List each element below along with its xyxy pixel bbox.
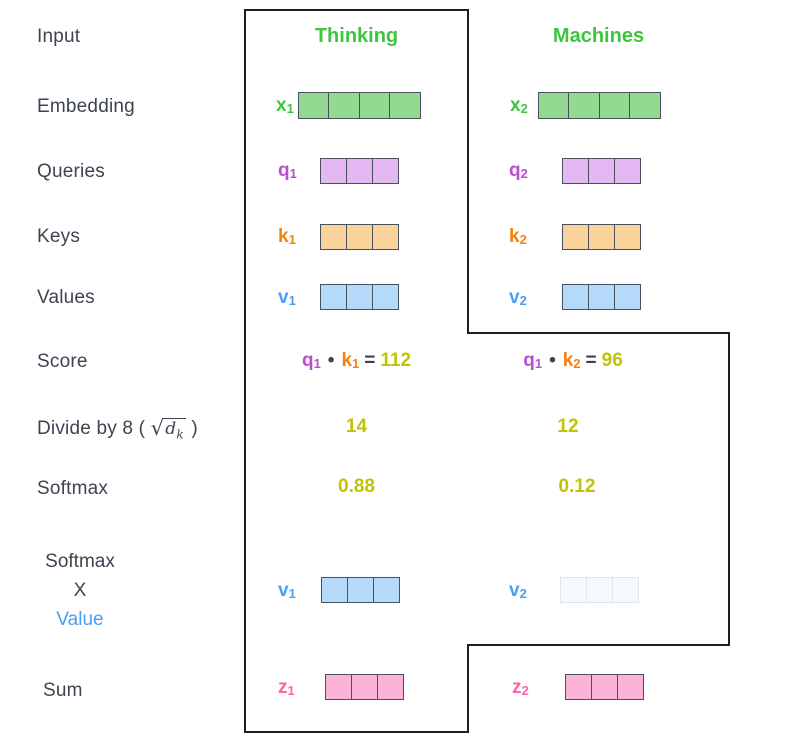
row-label-input: Input xyxy=(37,26,81,47)
vector-cell xyxy=(350,674,379,700)
softmax-x-value-line1: Softmax xyxy=(45,551,115,572)
vector-cell xyxy=(345,224,374,250)
vector-label-v2-weighted: v2 xyxy=(509,580,527,601)
vector-q1 xyxy=(320,158,400,184)
score-thinking: q1•k1=112 xyxy=(301,350,412,371)
vector-x2 xyxy=(538,92,662,119)
row-label-softmax-x-value: Softmax X Value xyxy=(30,547,130,634)
vector-cell xyxy=(371,284,400,310)
vector-cell xyxy=(587,224,616,250)
column-header-thinking: Thinking xyxy=(314,25,399,47)
row-label-softmax: Softmax xyxy=(37,478,109,499)
vector-cell xyxy=(358,92,391,119)
vector-cell xyxy=(629,92,662,119)
softmax-x-value-line3: Value xyxy=(56,609,104,630)
vector-label-z2: z2 xyxy=(512,677,529,698)
vector-cell xyxy=(346,577,375,603)
vector-label-q2: q2 xyxy=(509,160,528,181)
vector-cell xyxy=(325,674,353,700)
vector-cell xyxy=(345,284,374,310)
vector-cell xyxy=(320,284,348,310)
row-label-keys: Keys xyxy=(37,226,81,247)
softmax-value-thinking: 0.88 xyxy=(338,476,375,497)
softmax-x-value-line2: X xyxy=(73,580,87,601)
vector-label-q1: q1 xyxy=(278,160,297,181)
vector-cell xyxy=(298,92,330,119)
divide-value-machines: 12 xyxy=(557,416,579,437)
vector-cell xyxy=(613,224,642,250)
softmax-value-machines: 0.12 xyxy=(558,476,596,497)
vector-v1 xyxy=(320,284,400,310)
row-label-divide: Divide by 8 ( √dk ) xyxy=(37,416,198,442)
vector-cell xyxy=(616,674,645,700)
vector-cell xyxy=(320,158,348,184)
row-label-values: Values xyxy=(37,287,95,308)
vector-cell xyxy=(538,92,570,119)
divide-value-thinking: 14 xyxy=(345,416,368,437)
vector-cell xyxy=(590,674,619,700)
row-label-score: Score xyxy=(37,351,88,372)
vector-cell xyxy=(328,92,361,119)
vector-cell xyxy=(562,158,590,184)
sqrt-radicand: dk xyxy=(164,418,186,442)
dot-operator: • xyxy=(327,350,335,371)
row-label-sum: Sum xyxy=(43,680,83,701)
vector-label-v2: v2 xyxy=(509,287,527,308)
vector-cell xyxy=(587,284,616,310)
vector-label-x1: x1 xyxy=(276,95,294,116)
vector-cell xyxy=(585,577,614,603)
vector-v2 xyxy=(562,284,642,310)
row-label-queries: Queries xyxy=(37,161,105,182)
vector-cell xyxy=(389,92,422,119)
vector-cell xyxy=(568,92,601,119)
vector-cell xyxy=(598,92,631,119)
vector-label-k2: k2 xyxy=(509,226,527,247)
dot-operator: • xyxy=(549,350,556,371)
vector-cell xyxy=(565,674,593,700)
vector-cell xyxy=(320,224,348,250)
vector-k1 xyxy=(320,224,400,250)
vector-label-x2: x2 xyxy=(510,95,528,116)
vector-cell xyxy=(613,158,642,184)
vector-cell xyxy=(611,577,640,603)
vector-cell xyxy=(345,158,374,184)
vector-v1-weighted xyxy=(321,577,401,603)
vector-cell xyxy=(562,224,590,250)
vector-cell xyxy=(562,284,590,310)
vector-cell xyxy=(613,284,642,310)
vector-cell xyxy=(560,577,588,603)
column-header-machines: Machines xyxy=(552,25,645,47)
sqrt-radical: √ xyxy=(150,416,165,440)
row-label-embedding: Embedding xyxy=(37,96,135,117)
vector-label-z1: z1 xyxy=(278,677,295,698)
vector-cell xyxy=(371,224,400,250)
vector-label-k1: k1 xyxy=(278,226,296,247)
score-machines: q1•k2=96 xyxy=(523,350,623,371)
vector-label-v1-weighted: v1 xyxy=(278,580,296,601)
vector-q2 xyxy=(562,158,642,184)
vector-v2-weighted-faded xyxy=(560,577,640,603)
vector-z2 xyxy=(565,674,645,700)
vector-cell xyxy=(372,577,401,603)
vector-cell xyxy=(371,158,400,184)
vector-x1 xyxy=(298,92,422,119)
vector-cell xyxy=(321,577,349,603)
vector-label-v1: v1 xyxy=(278,287,296,308)
vector-z1 xyxy=(325,674,405,700)
vector-cell xyxy=(587,158,616,184)
vector-k2 xyxy=(562,224,642,250)
vector-cell xyxy=(376,674,405,700)
